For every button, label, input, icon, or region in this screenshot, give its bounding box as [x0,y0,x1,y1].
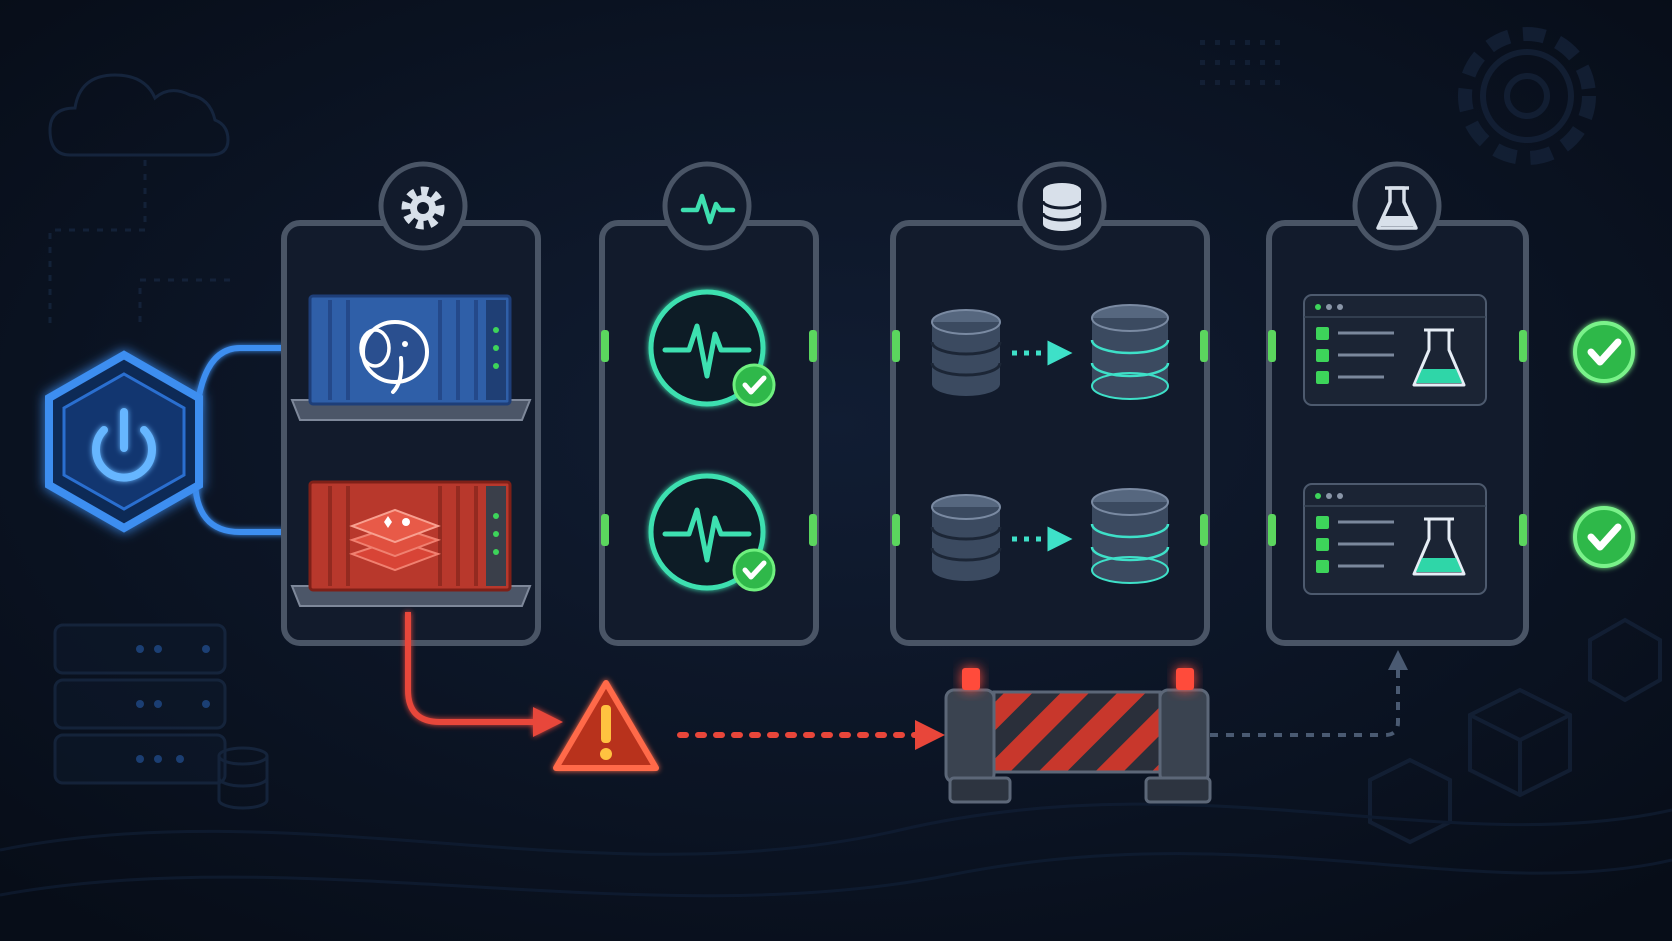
redis-stack-icon [348,508,442,572]
heartbeat-icon [680,193,736,225]
database-source-postgres [930,308,1002,398]
gear-icon [401,186,445,230]
lane-postgres [290,292,1633,421]
elephant-icon [359,320,429,394]
check-icon [1575,508,1633,566]
trigger-node[interactable] [0,345,296,535]
failure-path [405,612,1408,804]
lane-redis [290,476,1633,607]
bypass-line [1210,650,1408,737]
alarm-light-left [962,668,980,690]
background-decoration [0,27,1672,898]
container-redis[interactable] [290,480,532,607]
cloud-icon [48,73,230,157]
database-icon [1041,183,1083,231]
database-source-redis [930,493,1002,583]
check-icon [734,550,774,590]
check-icon [734,365,774,405]
small-database-icon [217,746,269,810]
test-report-redis[interactable] [1302,482,1488,596]
alarm-light-right [1176,668,1194,690]
warning-icon[interactable] [553,680,659,771]
power-icon [92,408,156,482]
flask-icon [1376,186,1418,230]
database-target-redis [1090,487,1170,585]
server-rack-icon [53,623,227,785]
panel-connectors [601,330,1527,546]
check-icon [1575,323,1633,381]
test-report-postgres[interactable] [1302,293,1488,407]
database-target-postgres [1090,303,1170,401]
barrier-icon[interactable] [944,668,1212,804]
container-postgres[interactable] [290,294,532,421]
gear-background-icon [1458,27,1596,165]
cube-icons [1368,617,1662,845]
